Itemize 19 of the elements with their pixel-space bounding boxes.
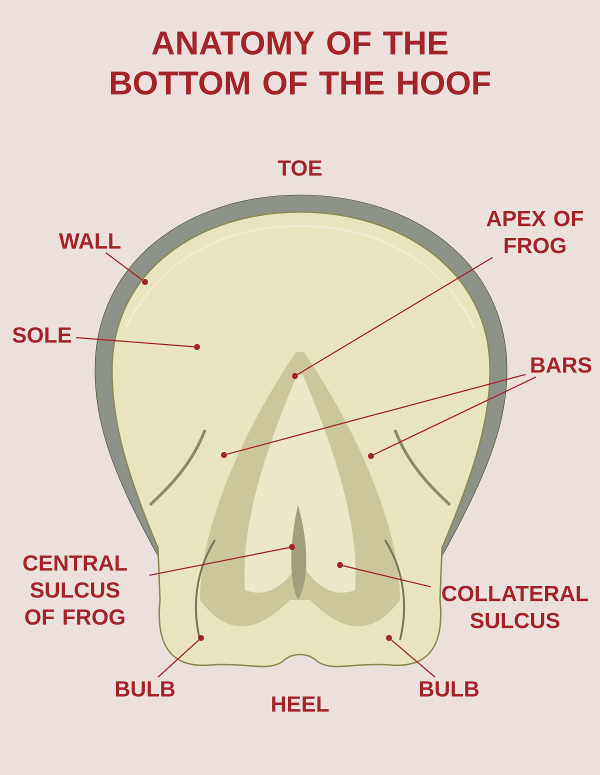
part-label: WALL xyxy=(58,233,120,249)
leader-line xyxy=(158,640,200,678)
leader-line xyxy=(297,256,493,375)
leader-line xyxy=(76,337,194,348)
leader-line xyxy=(226,374,526,455)
part-label: BULB xyxy=(420,681,479,697)
part-label: CENTRAL SULCUS OF FROG xyxy=(23,555,127,625)
leader-line xyxy=(374,376,536,456)
part-label: COLLATERAL SULCUS xyxy=(442,586,588,628)
part-label: BULB xyxy=(116,681,175,697)
leader-line xyxy=(342,565,431,588)
part-label: BARS xyxy=(531,357,592,373)
direction-label: HEEL xyxy=(272,696,329,712)
leader-line xyxy=(391,640,436,678)
part-label: APEX OF FROG xyxy=(486,210,584,254)
direction-label: TOE xyxy=(278,160,322,176)
title: ANATOMY OF THE BOTTOM OF THE HOOF xyxy=(110,31,490,95)
leader-line xyxy=(105,252,143,281)
part-label: SOLE xyxy=(12,327,72,343)
